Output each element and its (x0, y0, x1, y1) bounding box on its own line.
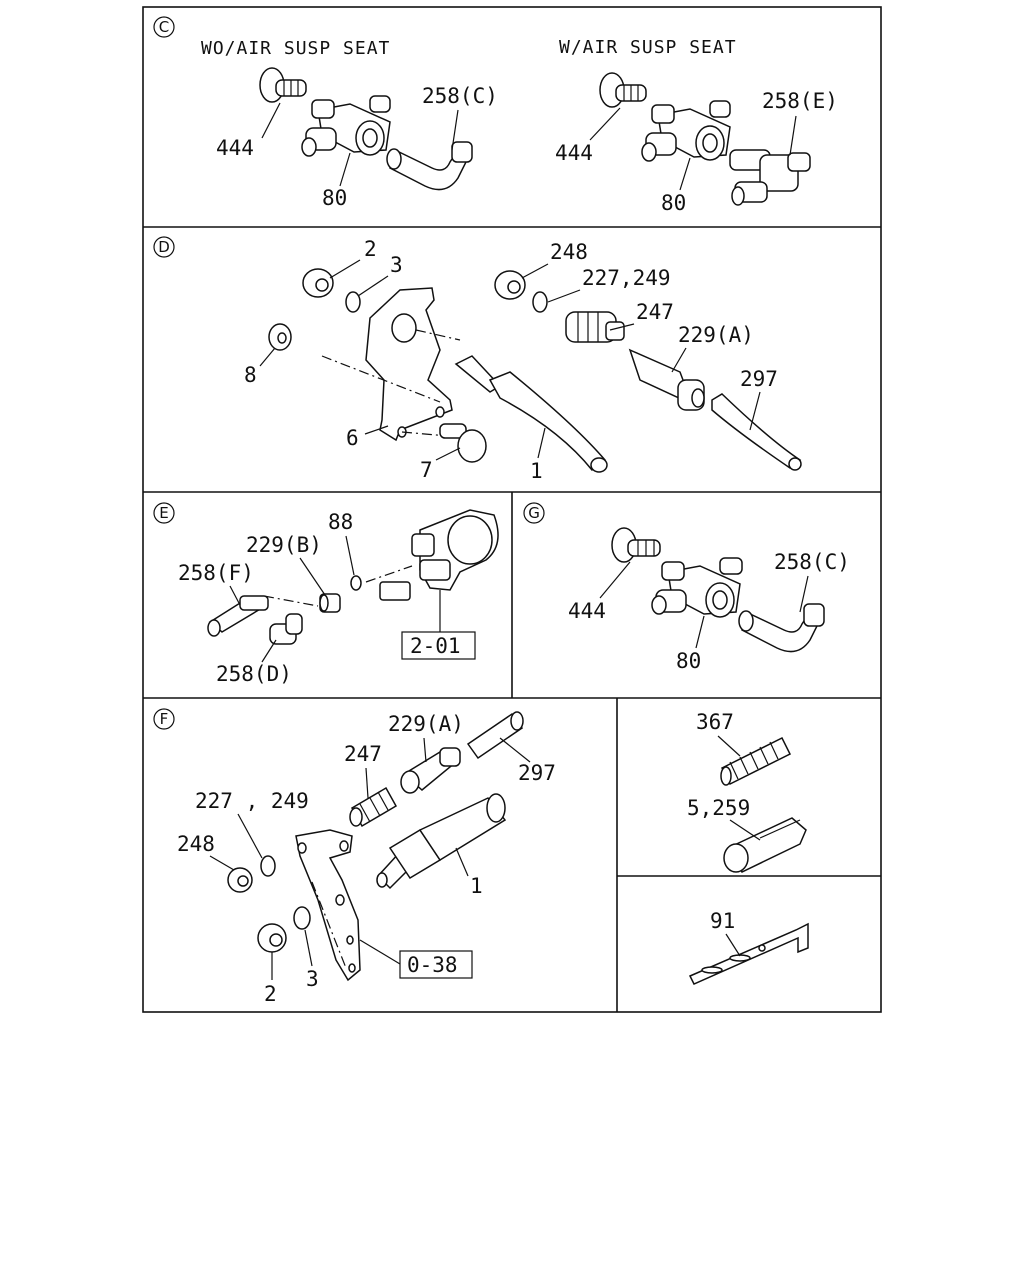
label-297-f: 297 (518, 761, 556, 785)
label-227-249-d: 227,249 (582, 266, 671, 290)
label-227-249-f: 227 , 249 (195, 789, 309, 813)
bolt-444-g (611, 527, 661, 563)
nut-248-d (494, 270, 526, 300)
bolt-444-right (599, 72, 647, 108)
label-2-d: 2 (364, 237, 377, 261)
label-1-d: 1 (530, 459, 543, 483)
tee-fitting-80-left (301, 95, 391, 157)
label-229b-e: 229(B) (246, 533, 322, 557)
label-248-f: 248 (177, 832, 215, 856)
label-3-f: 3 (306, 967, 319, 991)
coupler-229a-d (628, 348, 705, 411)
label-258d-e: 258(D) (216, 662, 292, 686)
label-3-d: 3 (390, 253, 403, 277)
section-g-marker: G (528, 504, 540, 522)
label-229a-d: 229(A) (678, 323, 754, 347)
washer-3-f (293, 906, 311, 930)
section-spring: 367 5,259 (687, 710, 807, 873)
bolt-7-d (439, 423, 487, 463)
hose-1-d (454, 355, 608, 473)
label-80-left: 80 (322, 186, 347, 210)
bracket-f (295, 829, 361, 982)
ref-0-38: 0-38 (407, 953, 458, 977)
section-d: D 2 3 8 6 (153, 236, 802, 483)
tee-fitting-80-right (641, 100, 731, 162)
coupler-229a-f (400, 747, 461, 794)
label-444-left: 444 (216, 136, 254, 160)
nut-8-d (268, 323, 292, 351)
label-258f-e: 258(F) (178, 561, 254, 585)
section-bracket: 91 (688, 909, 809, 985)
label-229a-f: 229(A) (388, 712, 464, 736)
washer-3-d (345, 291, 361, 313)
label-5-259: 5,259 (687, 796, 750, 820)
section-f-marker: F (160, 710, 169, 728)
tube-297-d (711, 393, 802, 471)
label-258c-left: 258(C) (422, 84, 498, 108)
label-444-g: 444 (568, 599, 606, 623)
label-2-f: 2 (264, 982, 277, 1006)
nut-248-f (227, 867, 253, 893)
nut-2-f (257, 923, 287, 953)
label-247-d: 247 (636, 300, 674, 324)
valve-assembly-e (379, 509, 499, 601)
tee-fitting-80-g (651, 557, 743, 618)
ref-2-01: 2-01 (410, 634, 461, 658)
label-80-g: 80 (676, 649, 701, 673)
diagram-frames (142, 6, 882, 1013)
tube-297-f (466, 711, 524, 760)
section-c-marker: C (159, 18, 169, 36)
washer-88-e (350, 575, 362, 591)
section-e: E 88 229(B) 258(F) (153, 502, 499, 686)
bolt-444-left (259, 67, 307, 103)
tee-258e-right (729, 149, 811, 206)
section-c-title-right: W/AIR SUSP SEAT (559, 37, 737, 58)
washer-227-f (260, 855, 276, 877)
elbow-258c-g (738, 603, 825, 653)
label-444-right: 444 (555, 141, 593, 165)
elbow-258c-left (386, 141, 473, 191)
washer-227-d (532, 291, 548, 313)
nut-2-d (302, 268, 334, 298)
connector-258f-e (207, 595, 269, 637)
label-248-d: 248 (550, 240, 588, 264)
label-367: 367 (696, 710, 734, 734)
fitting-229b-e (319, 593, 341, 613)
hose-1-f (376, 793, 507, 890)
section-e-marker: E (159, 504, 168, 522)
label-80-right: 80 (661, 191, 686, 215)
label-8-d: 8 (244, 363, 257, 387)
section-g: G 444 80 258(C) (523, 502, 850, 673)
ref-box-2-01 (401, 631, 476, 660)
section-f: F 297 229(A) 247 (153, 708, 556, 1006)
elbow-258d-e (269, 613, 303, 645)
label-1-f: 1 (470, 874, 483, 898)
ref-box-0-38 (399, 950, 473, 979)
bracket-6-d (365, 287, 453, 442)
section-c: C WO/AIR SUSP SEAT W/AIR SUSP SEAT 444 2… (153, 16, 838, 215)
label-258e-right: 258(E) (762, 89, 838, 113)
section-d-marker: D (158, 238, 170, 256)
label-247-f: 247 (344, 742, 382, 766)
label-91: 91 (710, 909, 735, 933)
fitting-247-f (349, 786, 398, 828)
fitting-247-d (565, 311, 625, 343)
section-c-title-left: WO/AIR SUSP SEAT (201, 38, 390, 59)
spring-367 (720, 736, 792, 786)
label-297-d: 297 (740, 367, 778, 391)
sleeve-5-259 (723, 817, 807, 873)
label-6-d: 6 (346, 426, 359, 450)
label-258c-g: 258(C) (774, 550, 850, 574)
label-7-d: 7 (420, 458, 433, 482)
label-88-e: 88 (328, 510, 353, 534)
bracket-91 (688, 922, 809, 985)
